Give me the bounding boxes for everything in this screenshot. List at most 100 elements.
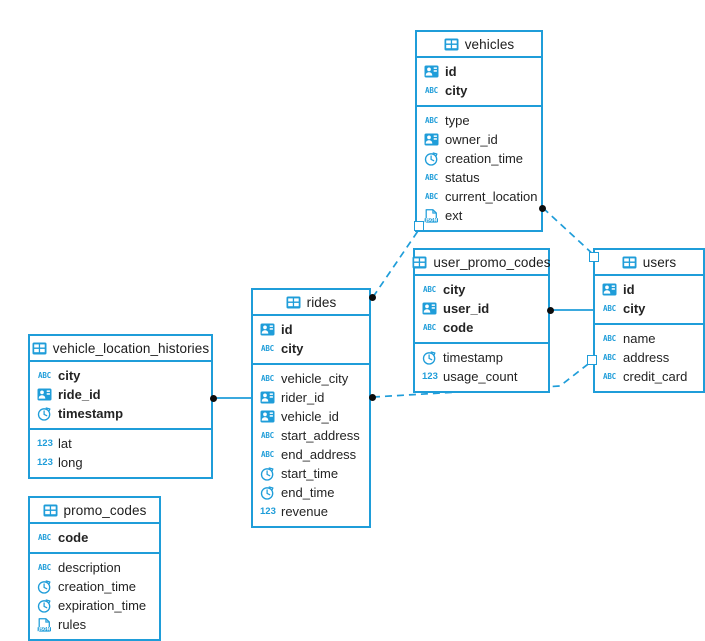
clock-icon bbox=[422, 350, 437, 365]
column-row-owner_id[interactable]: owner_id bbox=[417, 130, 541, 149]
relationship-target-square-rides-to-users bbox=[587, 355, 597, 365]
123-icon: 123 bbox=[260, 506, 276, 517]
column-row-ext[interactable]: JSON ext bbox=[417, 206, 541, 225]
column-label: address bbox=[623, 350, 670, 365]
column-label: id bbox=[623, 282, 635, 297]
column-row-creation_time[interactable]: creation_time bbox=[30, 577, 159, 596]
column-row-user_id[interactable]: user_id bbox=[415, 299, 548, 318]
column-label: city bbox=[445, 83, 468, 98]
json-doc-icon: JSON bbox=[424, 208, 439, 223]
clock-icon bbox=[424, 151, 439, 166]
column-label: code bbox=[443, 320, 474, 335]
column-row-id[interactable]: id bbox=[417, 62, 541, 81]
json-doc-icon: JSON bbox=[37, 617, 52, 632]
abc-icon: ABC bbox=[425, 86, 438, 95]
table-grid-icon bbox=[444, 38, 459, 51]
table-grid-icon bbox=[412, 256, 427, 269]
column-label: ext bbox=[445, 208, 463, 223]
column-label: long bbox=[58, 455, 83, 470]
column-row-timestamp[interactable]: timestamp bbox=[415, 348, 548, 367]
table-header-rides[interactable]: rides bbox=[253, 290, 369, 316]
column-row-rider_id[interactable]: rider_id bbox=[253, 388, 369, 407]
column-label: id bbox=[281, 322, 293, 337]
column-row-vehicle_id[interactable]: vehicle_id bbox=[253, 407, 369, 426]
id-card-icon bbox=[424, 133, 439, 146]
column-row-id[interactable]: id bbox=[595, 280, 703, 299]
abc-icon: ABC bbox=[261, 344, 274, 353]
column-row-end_time[interactable]: end_time bbox=[253, 483, 369, 502]
column-row-rules[interactable]: JSON rules bbox=[30, 615, 159, 634]
column-row-expiration_time[interactable]: expiration_time bbox=[30, 596, 159, 615]
column-row-start_address[interactable]: ABC start_address bbox=[253, 426, 369, 445]
column-label: description bbox=[58, 560, 121, 575]
abc-icon: ABC bbox=[261, 431, 274, 440]
column-label: rules bbox=[58, 617, 87, 632]
column-row-name[interactable]: ABC name bbox=[595, 329, 703, 348]
id-card-icon bbox=[424, 65, 439, 78]
table-grid-icon bbox=[43, 504, 58, 517]
table-title: vehicles bbox=[464, 36, 515, 52]
column-label: city bbox=[623, 301, 646, 316]
clock-icon bbox=[260, 466, 275, 481]
table-header-promo_codes[interactable]: promo_codes bbox=[30, 498, 159, 524]
abc-icon: ABC bbox=[38, 533, 51, 542]
column-row-timestamp[interactable]: timestamp bbox=[30, 404, 211, 423]
column-label: expiration_time bbox=[58, 598, 147, 613]
column-label: start_address bbox=[281, 428, 360, 443]
column-row-code[interactable]: ABC code bbox=[415, 318, 548, 337]
clock-icon bbox=[37, 406, 52, 421]
relationship-source-dot-user-promo-codes-to-users bbox=[547, 307, 554, 314]
abc-icon: ABC bbox=[603, 334, 616, 343]
relationship-target-square-vehicles-to-users bbox=[589, 252, 599, 262]
123-icon: 123 bbox=[37, 457, 53, 468]
column-label: name bbox=[623, 331, 656, 346]
column-label: revenue bbox=[281, 504, 328, 519]
table-header-vehicle_location_histories[interactable]: vehicle_location_histories bbox=[30, 336, 211, 362]
column-row-creation_time[interactable]: creation_time bbox=[417, 149, 541, 168]
column-row-id[interactable]: id bbox=[253, 320, 369, 339]
column-label: timestamp bbox=[58, 406, 124, 421]
svg-text:JSON: JSON bbox=[424, 217, 437, 222]
column-row-long[interactable]: 123 long bbox=[30, 453, 211, 472]
column-label: usage_count bbox=[443, 369, 518, 384]
column-label: credit_card bbox=[623, 369, 688, 384]
table-title: rides bbox=[306, 294, 337, 310]
column-label: start_time bbox=[281, 466, 339, 481]
clock-icon bbox=[37, 579, 52, 594]
table-title: vehicle_location_histories bbox=[52, 340, 210, 356]
table-header-user_promo_codes[interactable]: user_promo_codes bbox=[412, 250, 550, 276]
column-row-revenue[interactable]: 123 revenue bbox=[253, 502, 369, 521]
column-row-city[interactable]: ABC city bbox=[417, 81, 541, 100]
table-grid-icon bbox=[286, 296, 301, 309]
table-title: users bbox=[642, 254, 677, 270]
column-row-ride_id[interactable]: ride_id bbox=[30, 385, 211, 404]
table-header-users[interactable]: users bbox=[595, 250, 703, 276]
abc-icon: ABC bbox=[423, 323, 436, 332]
column-row-start_time[interactable]: start_time bbox=[253, 464, 369, 483]
table-header-vehicles[interactable]: vehicles bbox=[417, 32, 541, 58]
